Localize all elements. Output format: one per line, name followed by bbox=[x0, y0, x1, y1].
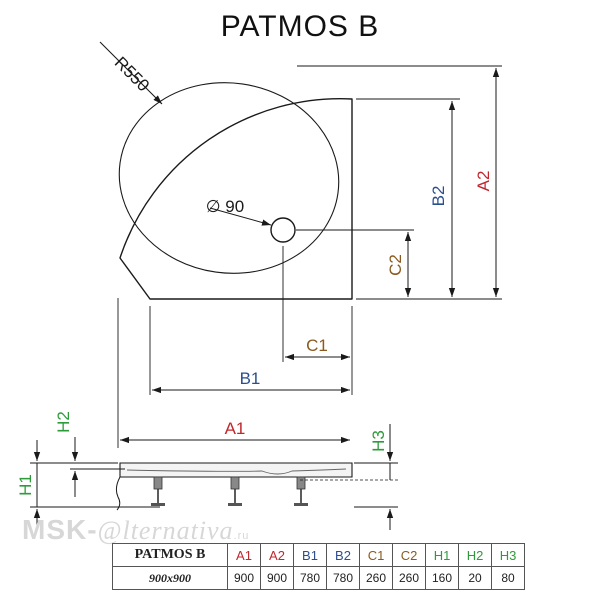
dim-label-b2: B2 bbox=[429, 186, 448, 207]
table-value-a2: 900 bbox=[260, 566, 294, 590]
watermark: MSK-@lternativa.ru bbox=[22, 514, 249, 546]
table-value-b1: 780 bbox=[293, 566, 327, 590]
support-leg bbox=[151, 476, 165, 506]
drain-diameter-label: ∅ 90 bbox=[206, 197, 244, 216]
support-leg bbox=[228, 476, 242, 506]
radius-leader bbox=[99, 41, 163, 105]
support-leg bbox=[294, 476, 308, 506]
tray-basin-profile bbox=[126, 468, 347, 475]
drain-leader bbox=[209, 207, 272, 226]
table-model-name: PATMOS B bbox=[112, 543, 228, 567]
table-header-c1: C1 bbox=[359, 543, 393, 567]
table-header-a2: A2 bbox=[260, 543, 294, 567]
dim-label-h1: H1 bbox=[16, 474, 35, 496]
table-header-h3: H3 bbox=[491, 543, 525, 567]
watermark-script: @lternativa bbox=[97, 516, 234, 545]
extension-lines-top bbox=[117, 65, 502, 448]
table-header-b1: B1 bbox=[293, 543, 327, 567]
dim-label-c2: C2 bbox=[386, 254, 405, 276]
table-value-h2: 20 bbox=[458, 566, 492, 590]
drain-hole bbox=[270, 217, 296, 243]
table-value-c1: 260 bbox=[359, 566, 393, 590]
watermark-prefix: MSK- bbox=[22, 514, 98, 545]
extension-lines-side bbox=[30, 462, 398, 508]
table-value-b2: 780 bbox=[326, 566, 360, 590]
table-size: 900x900 bbox=[112, 566, 228, 590]
dim-label-h2: H2 bbox=[54, 411, 73, 433]
table-header-h2: H2 bbox=[458, 543, 492, 567]
basin-inner-rim bbox=[118, 82, 340, 274]
dim-label-a2: A2 bbox=[474, 171, 493, 192]
tray-panel-edge bbox=[115, 476, 121, 511]
dim-label-c1: C1 bbox=[306, 336, 328, 355]
table-value-a1: 900 bbox=[227, 566, 261, 590]
tray-outline bbox=[119, 98, 353, 300]
table-value-h1: 160 bbox=[425, 566, 459, 590]
page-title: PATMOS B bbox=[220, 10, 380, 43]
table-header-b2: B2 bbox=[326, 543, 360, 567]
tray-side-view bbox=[115, 462, 353, 511]
dim-label-a1: A1 bbox=[225, 419, 246, 438]
table-header-a1: A1 bbox=[227, 543, 261, 567]
table-value-c2: 260 bbox=[392, 566, 426, 590]
tray-top-view bbox=[99, 41, 353, 300]
table-header-c2: C2 bbox=[392, 543, 426, 567]
tray-side-body bbox=[119, 462, 353, 478]
table-value-h3: 80 bbox=[491, 566, 525, 590]
table-header-h1: H1 bbox=[425, 543, 459, 567]
dim-label-h3: H3 bbox=[369, 430, 388, 452]
watermark-suffix: .ru bbox=[233, 530, 250, 542]
dim-label-b1: B1 bbox=[240, 369, 261, 388]
